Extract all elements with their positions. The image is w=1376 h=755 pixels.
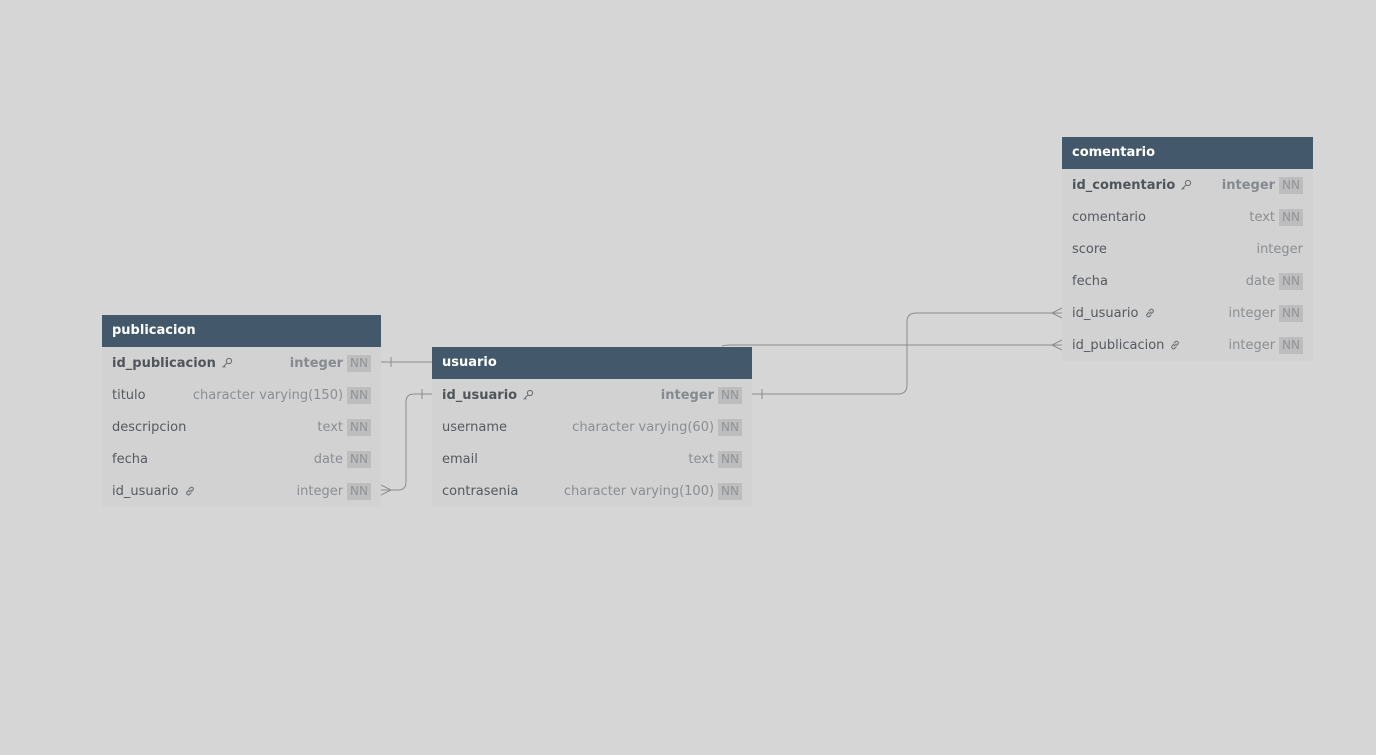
column-row-username[interactable]: username character varying(60) NN bbox=[432, 411, 752, 443]
not-null-badge: NN bbox=[718, 450, 742, 468]
many-marker bbox=[380, 484, 393, 496]
not-null-badge: NN bbox=[1279, 176, 1303, 194]
key-icon bbox=[221, 357, 233, 368]
column-name: fecha bbox=[112, 451, 148, 467]
column-type: integer bbox=[1228, 305, 1276, 321]
not-null-badge: NN bbox=[347, 354, 371, 372]
column-type: text bbox=[1249, 209, 1276, 225]
not-null-badge: NN bbox=[1279, 208, 1303, 226]
column-name: descripcion bbox=[112, 419, 187, 435]
column-type: text bbox=[317, 419, 344, 435]
column-name: contrasenia bbox=[442, 483, 519, 499]
table-header[interactable]: publicacion bbox=[102, 315, 381, 347]
column-type: character varying(150) bbox=[192, 387, 344, 403]
column-row-fecha[interactable]: fecha date NN bbox=[102, 443, 381, 475]
key-icon bbox=[1181, 179, 1192, 190]
column-row-id-usuario[interactable]: id_usuario integer NN bbox=[432, 379, 752, 411]
column-row-descripcion[interactable]: descripcion text NN bbox=[102, 411, 381, 443]
column-row-contrasenia[interactable]: contrasenia character varying(100) NN bbox=[432, 475, 752, 507]
not-null-badge: NN bbox=[347, 418, 371, 436]
column-name: id_usuario bbox=[112, 483, 179, 499]
relation-line-usuario-comentario bbox=[752, 312, 1062, 395]
column-row-email[interactable]: email text NN bbox=[432, 443, 752, 475]
column-type: integer bbox=[1256, 241, 1303, 257]
column-name: fecha bbox=[1072, 273, 1108, 289]
column-row-id-publicacion[interactable]: id_publicacion integer NN bbox=[1062, 329, 1313, 361]
not-null-badge: NN bbox=[347, 450, 371, 468]
column-name: email bbox=[442, 451, 478, 467]
relation-line-usuario-publicacion bbox=[381, 393, 432, 491]
column-type: integer bbox=[289, 355, 344, 371]
column-name: username bbox=[442, 419, 507, 435]
many-marker bbox=[1050, 307, 1063, 319]
not-null-badge: NN bbox=[347, 386, 371, 404]
column-name: id_usuario bbox=[1072, 305, 1139, 321]
table-header[interactable]: usuario bbox=[432, 347, 752, 379]
not-null-badge: NN bbox=[1279, 304, 1303, 322]
link-icon bbox=[1145, 308, 1154, 318]
not-null-badge: NN bbox=[1279, 272, 1303, 290]
column-name: titulo bbox=[112, 387, 146, 403]
column-row-id-usuario[interactable]: id_usuario integer NN bbox=[1062, 297, 1313, 329]
column-row-titulo[interactable]: titulo character varying(150) NN bbox=[102, 379, 381, 411]
column-row-comentario[interactable]: comentario text NN bbox=[1062, 201, 1313, 233]
column-row-id-comentario[interactable]: id_comentario integer NN bbox=[1062, 169, 1313, 201]
column-name: id_publicacion bbox=[1072, 337, 1165, 353]
not-null-badge: NN bbox=[718, 386, 742, 404]
column-name: score bbox=[1072, 241, 1107, 257]
column-row-score[interactable]: score integer bbox=[1062, 233, 1313, 265]
many-marker bbox=[1050, 339, 1063, 351]
column-name: comentario bbox=[1072, 209, 1146, 225]
column-type: integer bbox=[1221, 177, 1276, 193]
column-row-fecha[interactable]: fecha date NN bbox=[1062, 265, 1313, 297]
column-type: integer bbox=[296, 483, 344, 499]
column-name: id_publicacion bbox=[112, 355, 216, 371]
link-icon bbox=[185, 486, 194, 496]
column-type: character varying(60) bbox=[572, 419, 715, 435]
table-comentario[interactable]: comentario id_comentario integer NN come… bbox=[1062, 137, 1313, 361]
column-type: text bbox=[688, 451, 715, 467]
column-type: date bbox=[1245, 273, 1276, 289]
link-icon bbox=[1171, 340, 1180, 350]
column-row-id-usuario[interactable]: id_usuario integer NN bbox=[102, 475, 381, 507]
column-type: character varying(100) bbox=[563, 483, 715, 499]
not-null-badge: NN bbox=[718, 418, 742, 436]
not-null-badge: NN bbox=[718, 482, 742, 500]
table-usuario[interactable]: usuario id_usuario integer NN username c… bbox=[432, 347, 752, 507]
column-type: integer bbox=[660, 387, 715, 403]
column-type: date bbox=[313, 451, 344, 467]
key-icon bbox=[523, 389, 534, 400]
column-name: id_usuario bbox=[442, 387, 518, 403]
table-publicacion[interactable]: publicacion id_publicacion integer NN ti… bbox=[102, 315, 381, 507]
column-name: id_comentario bbox=[1072, 177, 1176, 193]
not-null-badge: NN bbox=[347, 482, 371, 500]
column-type: integer bbox=[1228, 337, 1276, 353]
table-header[interactable]: comentario bbox=[1062, 137, 1313, 169]
not-null-badge: NN bbox=[1279, 336, 1303, 354]
column-row-id-publicacion[interactable]: id_publicacion integer NN bbox=[102, 347, 381, 379]
